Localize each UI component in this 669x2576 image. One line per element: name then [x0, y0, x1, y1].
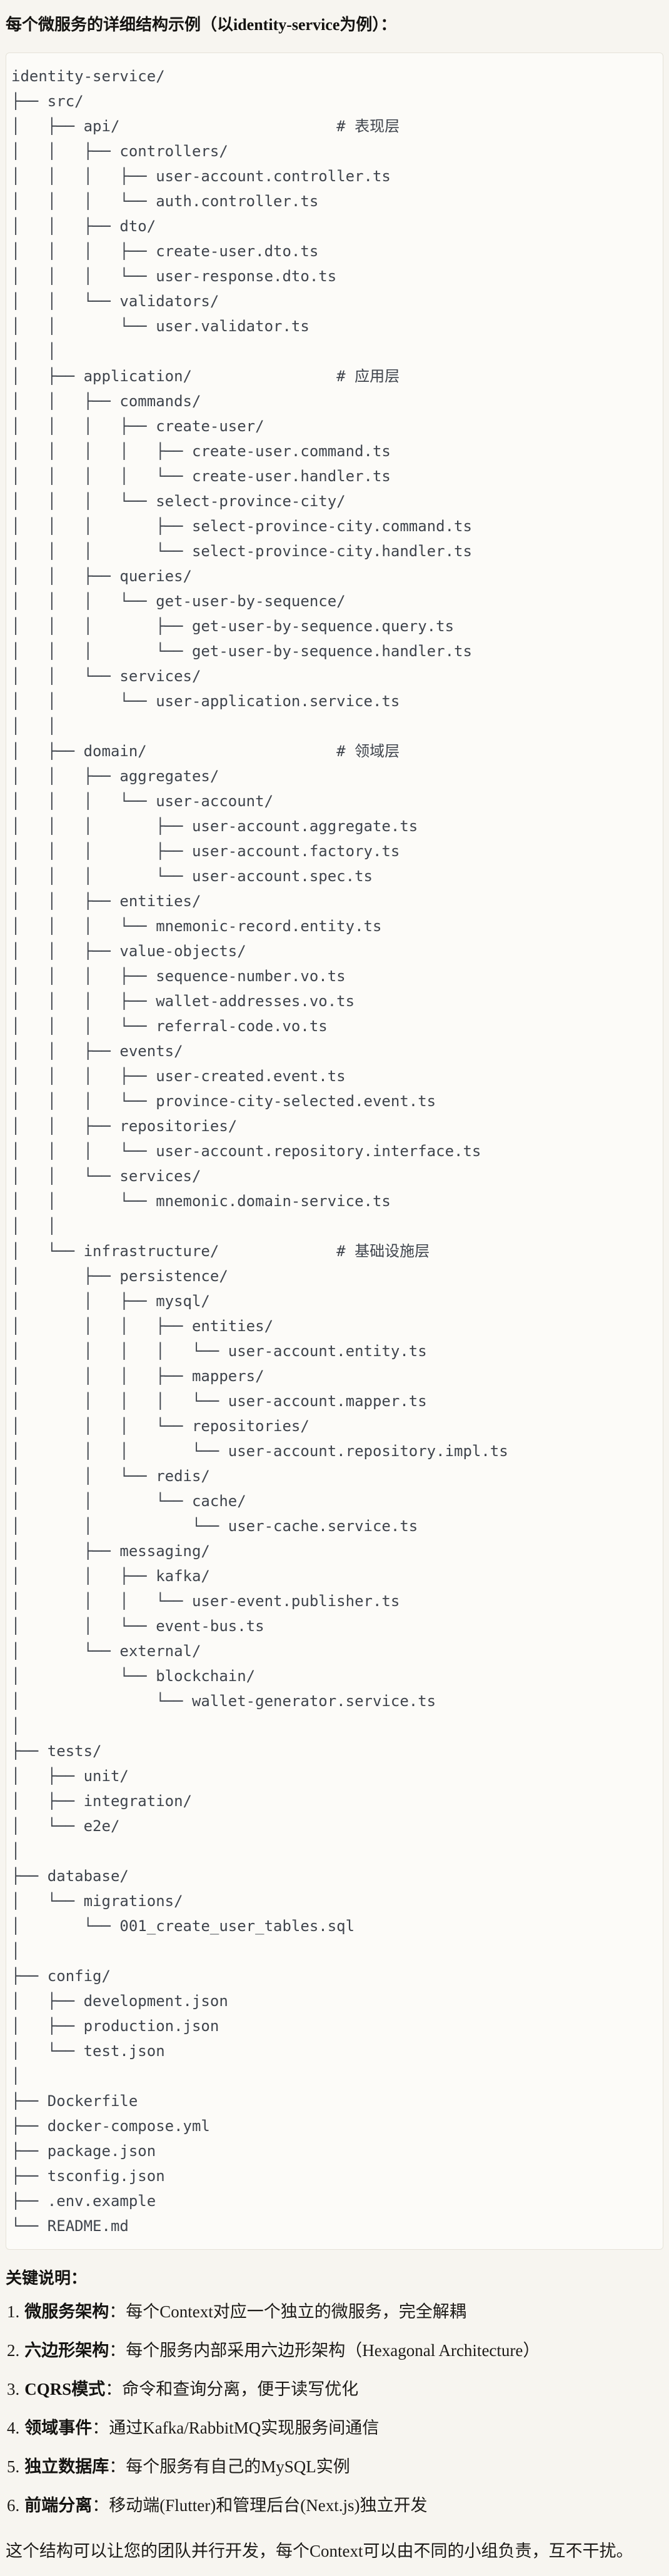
- note-number: 4.: [7, 2419, 20, 2437]
- note-text: ：移动端(Flutter)和管理后台(Next.js)独立开发: [92, 2496, 428, 2515]
- note-item-1: 1.微服务架构：每个Context对应一个独立的微服务，完全解耦: [6, 2300, 663, 2324]
- note-label: 独立数据库: [24, 2457, 109, 2476]
- note-number: 3.: [7, 2380, 20, 2399]
- note-label: 领域事件: [24, 2419, 93, 2437]
- note-text: ：通过Kafka/RabbitMQ实现服务间通信: [92, 2419, 380, 2437]
- note-item-5: 5.独立数据库：每个服务有自己的MySQL实例: [6, 2455, 663, 2479]
- note-text: ：每个服务有自己的MySQL实例: [109, 2457, 350, 2476]
- notes-list: 1.微服务架构：每个Context对应一个独立的微服务，完全解耦 2.六边形架构…: [6, 2300, 663, 2517]
- note-text: ：每个服务内部采用六边形架构（Hexagonal Architecture）: [109, 2341, 540, 2360]
- note-label: 前端分离: [24, 2496, 93, 2515]
- note-number: 2.: [7, 2341, 20, 2360]
- note-label: 六边形架构: [24, 2341, 109, 2360]
- note-number: 5.: [7, 2457, 20, 2476]
- notes-heading: 关键说明：: [6, 2269, 88, 2287]
- note-label: CQRS模式: [24, 2380, 106, 2399]
- note-number: 6.: [7, 2496, 20, 2515]
- note-number: 1.: [7, 2302, 20, 2321]
- note-item-2: 2.六边形架构：每个服务内部采用六边形架构（Hexagonal Architec…: [6, 2339, 663, 2362]
- page-title: 每个微服务的详细结构示例（以identity-service为例）：: [6, 16, 397, 34]
- note-item-4: 4.领域事件：通过Kafka/RabbitMQ实现服务间通信: [6, 2416, 663, 2440]
- note-text: ：每个Context对应一个独立的微服务，完全解耦: [109, 2302, 466, 2321]
- file-tree: identity-service/ ├── src/ │ ├── api/ # …: [11, 67, 508, 2235]
- footer-paragraph: 这个结构可以让您的团队并行开发，每个Context可以由不同的小组负责，互不干扰…: [6, 2542, 633, 2560]
- note-item-6: 6.前端分离：移动端(Flutter)和管理后台(Next.js)独立开发: [6, 2494, 663, 2517]
- note-text: ：命令和查询分离，便于读写优化: [105, 2380, 359, 2399]
- note-item-3: 3.CQRS模式：命令和查询分离，便于读写优化: [6, 2377, 663, 2401]
- code-block: identity-service/ ├── src/ │ ├── api/ # …: [6, 52, 663, 2250]
- note-label: 微服务架构: [24, 2302, 109, 2321]
